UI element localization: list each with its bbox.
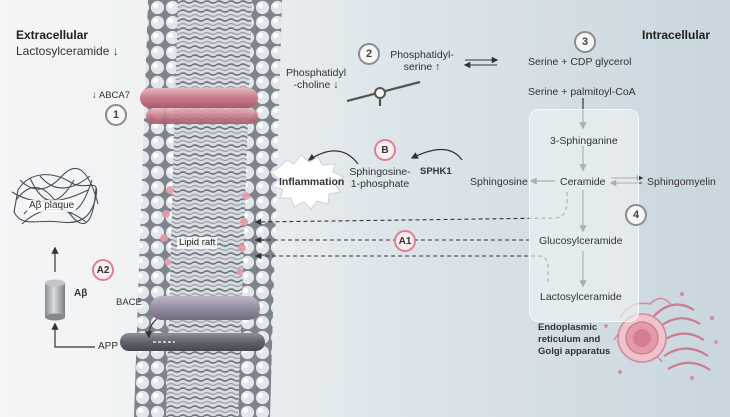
abeta-label: Aβ <box>74 288 88 299</box>
app-to-abeta-arrow <box>51 322 95 348</box>
marker-1: 1 <box>105 104 127 126</box>
abca7-transporter <box>140 88 258 124</box>
app-protein <box>120 333 265 351</box>
er-golgi-illustration <box>604 292 718 380</box>
inflammation-burst <box>269 154 345 210</box>
lactosylceramide-label: Lactosylceramide <box>540 291 622 303</box>
sphingomyelin-label: Sphingomyelin <box>647 176 716 188</box>
lipid-bilayer <box>134 0 282 417</box>
abeta-plaque-fibrils <box>11 167 99 225</box>
lipid-raft-label: Lipid raft <box>177 237 218 249</box>
sphk1-label: SPHK1 <box>420 166 452 177</box>
extracellular-label: Extracellular <box>16 28 89 42</box>
marker-a2: A2 <box>92 259 114 281</box>
ceramide-label: Ceramide <box>560 176 606 188</box>
sphinganine-label: 3-Sphinganine <box>550 135 618 147</box>
intracellular-label: Intracellular <box>642 28 711 42</box>
equilibrium-arrows-serine <box>463 56 499 69</box>
phosphatidylserine-label: Phosphatidyl-serine ↑ <box>390 49 454 73</box>
dashed-arrow-lactosyl-to-membrane <box>254 252 549 282</box>
serine-palmitoyl-coa-label: Serine + palmitoyl-CoA <box>528 86 636 98</box>
abca7-label: ↓ ABCA7 <box>92 90 131 101</box>
marker-a1: A1 <box>394 230 416 252</box>
marker-b: B <box>374 139 396 161</box>
glucosylceramide-label: Glucosylceramide <box>539 235 623 247</box>
bace-label: BACE <box>116 297 142 308</box>
abeta-cylinder <box>45 279 65 321</box>
marker-4: 4 <box>625 204 647 226</box>
arrow-s1p-to-inflammation <box>307 150 359 165</box>
bace-cleavage-arrow <box>144 318 158 339</box>
arrow-sphingosine-to-s1p <box>410 148 463 161</box>
abeta-plaque-label: Aβ plaque <box>27 200 77 212</box>
phospholipid-balance-icon <box>346 80 421 106</box>
er-golgi-compartment <box>529 109 639 322</box>
sphingosine-1-phosphate-label: Sphingosine-1-phosphate <box>349 166 411 190</box>
inflammation-label: Inflammation <box>279 176 345 188</box>
sphingosine-label: Sphingosine <box>470 176 528 188</box>
bace-enzyme <box>150 296 260 320</box>
serine-cdp-glycerol-label: Serine + CDP glycerol <box>528 56 632 68</box>
lactosylceramide-decrease-note: Lactosylceramide ↓ <box>16 44 119 58</box>
marker-3: 3 <box>574 31 596 53</box>
app-label: APP <box>98 341 119 352</box>
marker-2: 2 <box>358 43 380 65</box>
phosphatidylcholine-label: Phosphatidyl-choline ↓ <box>285 67 347 91</box>
